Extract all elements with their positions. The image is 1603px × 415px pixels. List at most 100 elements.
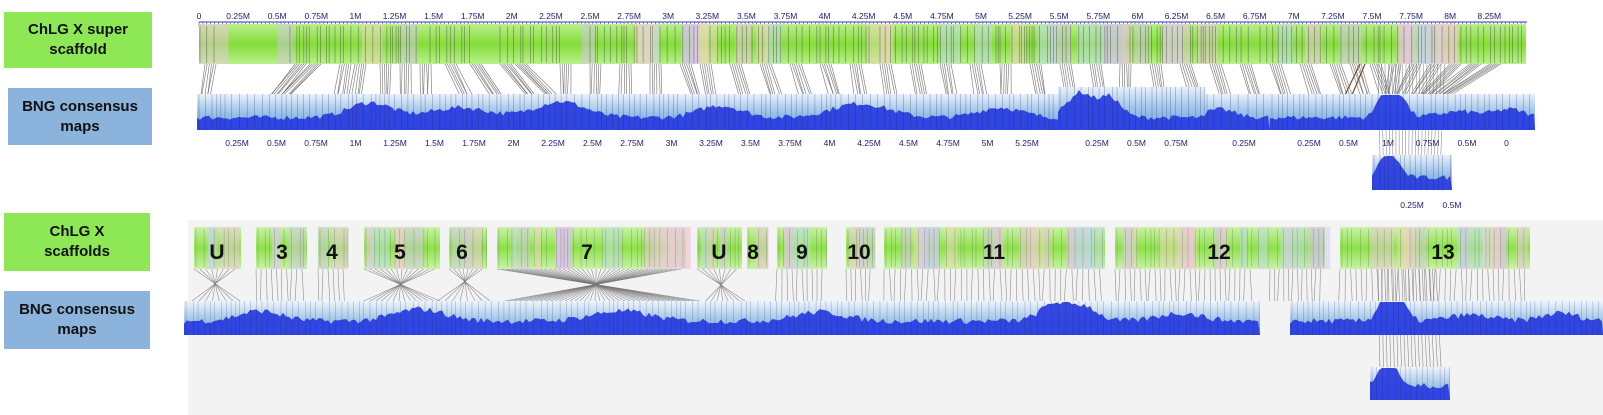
ruler-tick-label: 2.75M [617, 11, 641, 21]
scaffold-number-label: 12 [1207, 241, 1230, 264]
consensus-tick-label: 0 [1504, 138, 1509, 148]
consensus-tick-label: 2M [508, 138, 520, 148]
ruler-tick-label: 5.25M [1008, 11, 1032, 21]
scaffold-number-label: U [209, 241, 224, 264]
consensus-tick-label: 1M [350, 138, 362, 148]
consensus-tick-label: 0.25M [225, 138, 249, 148]
consensus-tick-label: 1.5M [425, 138, 444, 148]
top-reference-label-text: ChLG X super scaffold [27, 21, 128, 58]
ruler-tick-label: 1.25M [383, 11, 407, 21]
consensus-tick-label: 3.5M [741, 138, 760, 148]
consensus-tick-label: 0.25M [1297, 138, 1321, 148]
consensus-tick-label: 0.75M [304, 138, 328, 148]
ruler-tick-label: 6.5M [1206, 11, 1225, 21]
scaffold-number-label: U [711, 241, 726, 264]
scaffold-block: 9 [777, 227, 827, 269]
consensus-tick-label: 0.25M [1232, 138, 1256, 148]
scaffold-number-label: 11 [983, 241, 1006, 264]
ruler-tick-label: 7.5M [1363, 11, 1382, 21]
ruler-tick-label: 0.5M [268, 11, 287, 21]
ruler-tick-label: 6M [1131, 11, 1143, 21]
bottom-query-label-text: BNG consensus maps [19, 301, 135, 338]
consensus-tick-label: 0.5M [1127, 138, 1146, 148]
scaffold-number-label: 9 [796, 241, 808, 264]
ruler-tick-label: 8M [1444, 11, 1456, 21]
bottom-query-label: BNG consensus maps [4, 291, 150, 349]
ruler-tick-label: 1.5M [424, 11, 443, 21]
top-reference-label: ChLG X super scaffold [4, 12, 152, 68]
consensus-tick-label: 3.75M [778, 138, 802, 148]
scaffold-block: 13 [1340, 227, 1530, 269]
scaffold-block: 5 [364, 227, 440, 269]
consensus-map-ticks: 0.25M 0.5M 0.75M 1M 1.25M 1.5M 1.75M 2M 2.25M 2.5… [225, 138, 1509, 210]
consensus-tick-label: 1M [1382, 138, 1394, 148]
consensus-tick-label: 0.25M [1400, 200, 1424, 210]
consensus-map [1370, 367, 1450, 400]
ruler-tick-label: 3.75M [774, 11, 798, 21]
consensus-tick-label: 4.5M [899, 138, 918, 148]
scaffold-number-label: 5 [394, 241, 406, 264]
ruler-tick-label: 0.75M [304, 11, 328, 21]
consensus-map [184, 301, 1260, 335]
ruler-tick-label: 0 [197, 11, 202, 21]
scaffold-number-label: 8 [747, 241, 759, 264]
scaffold-number-label: 13 [1431, 241, 1454, 264]
consensus-tick-label: 2.75M [620, 138, 644, 148]
consensus-tick-label: 1.75M [462, 138, 486, 148]
ruler-tick-label: 1M [349, 11, 361, 21]
top-query-label-text: BNG consensus maps [22, 97, 138, 135]
ruler-tick-label: 2.5M [581, 11, 600, 21]
ruler-tick-label: 7.25M [1321, 11, 1345, 21]
consensus-tick-label: 4.25M [857, 138, 881, 148]
scaffold-block: 12 [1115, 227, 1331, 269]
consensus-tick-label: 4.75M [936, 138, 960, 148]
super-scaffold-alignment-panel: 0 0.25M 0.5M 0.75M 1M 1.25M 1.5M 1.75M 2M 2.25M 2.… [197, 11, 1535, 210]
ruler-tick-label: 3M [662, 11, 674, 21]
ruler-tick-label: 2.25M [539, 11, 563, 21]
ruler-tick-label: 4.5M [893, 11, 912, 21]
scaffold-block: 8 [747, 227, 769, 269]
consensus-tick-label: 2.5M [583, 138, 602, 148]
ruler-tick-label: 4.25M [852, 11, 876, 21]
bottom-consensus-maps [184, 301, 1603, 400]
ruler-tick-label: 6.75M [1243, 11, 1267, 21]
scaffold-number-label: 3 [276, 241, 288, 264]
ruler-tick-label: 8.25M [1477, 11, 1501, 21]
consensus-tick-label: 5M [982, 138, 994, 148]
consensus-tick-label: 2.25M [541, 138, 565, 148]
consensus-tick-label: 3M [666, 138, 678, 148]
consensus-tick-label: 0.5M [1458, 138, 1477, 148]
consensus-tick-label: 0.75M [1164, 138, 1188, 148]
consensus-map [1290, 301, 1603, 335]
ruler-tick-label: 7.75M [1399, 11, 1423, 21]
scaffold-block: U [697, 227, 742, 269]
ruler-tick-label: 5.75M [1086, 11, 1110, 21]
scaffold-number-label: 4 [326, 241, 338, 264]
ruler-tick-label: 6.25M [1165, 11, 1189, 21]
ruler-tick-label: 4.75M [930, 11, 954, 21]
consensus-tick-label: 1.25M [383, 138, 407, 148]
super-scaffold-bar [199, 24, 1526, 64]
scaffold-number-label: 10 [847, 241, 870, 264]
scaffold-block: 11 [884, 227, 1105, 269]
ruler-tick-label: 0.25M [226, 11, 250, 21]
scaffold-block: U [194, 227, 241, 269]
bottom-reference-label: ChLG X scaffolds [4, 213, 150, 271]
top-query-label: BNG consensus maps [8, 88, 152, 145]
scaffold-block: 6 [449, 227, 487, 269]
ruler-tick-label: 3.5M [737, 11, 756, 21]
scaffold-block: 10 [846, 227, 876, 269]
consensus-tick-label: 5.25M [1015, 138, 1039, 148]
consensus-tick-label: 3.25M [699, 138, 723, 148]
consensus-tick-label: 4M [824, 138, 836, 148]
top-consensus-maps [197, 87, 1535, 190]
consensus-tick-label: 0.5M [1339, 138, 1358, 148]
consensus-tick-label: 0.5M [1443, 200, 1462, 210]
consensus-tick-label: 0.25M [1085, 138, 1109, 148]
scaffold-block: 4 [318, 227, 349, 269]
consensus-tick-label: 0.5M [267, 138, 286, 148]
bottom-reference-label-text: ChLG X scaffolds [44, 223, 110, 260]
